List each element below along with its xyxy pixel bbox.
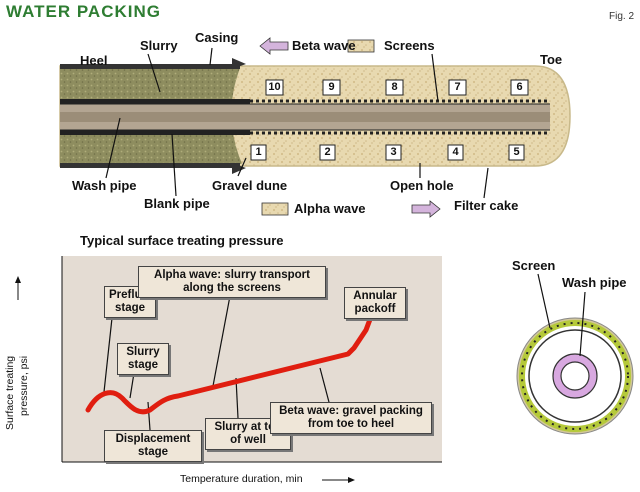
beta-wave-arrow [259, 37, 289, 55]
box-number: 8 [391, 81, 398, 93]
pressure-curve [85, 311, 375, 415]
annular-packoff-box: Annular packoff [344, 287, 406, 319]
box-number: 4 [452, 146, 459, 158]
annotation-line: packoff [354, 303, 396, 315]
x-axis-label: Temperature duration, min [180, 473, 303, 485]
alpha-wave-label: Alpha wave [294, 201, 366, 216]
open-hole-label: Open hole [390, 178, 454, 193]
annotation-line: Annular [353, 290, 397, 302]
bottom-number-boxes [250, 144, 525, 161]
wash-pipe [60, 112, 550, 122]
annotation-line: Alpha wave: slurry transport [154, 269, 310, 281]
toe-label: Toe [540, 52, 563, 67]
alpha-wave-arrow [411, 200, 441, 218]
box-number: 6 [516, 81, 523, 93]
box-number: 9 [328, 81, 335, 93]
annotation-line: of well [230, 434, 266, 446]
beta-wave-box: Beta wave: gravel packing from toe to he… [270, 402, 432, 434]
annotation-line: stage [114, 302, 146, 314]
annotation-line: stage [137, 446, 169, 458]
heel-label: Heel [80, 53, 108, 68]
slurry-stage-box: Slurry stage [117, 343, 169, 375]
gravel-dune-label: Gravel dune [212, 178, 288, 193]
chart-title: Typical surface treating pressure [80, 233, 284, 248]
blank-pipe-top [60, 99, 250, 104]
screens-label: Screens [384, 38, 435, 53]
wash-pipe-bore [560, 361, 590, 391]
annotation-line: Displacement [115, 433, 191, 445]
casing-bottom [60, 163, 240, 168]
y-axis-arrow [15, 276, 21, 283]
top-number-boxes [265, 79, 529, 96]
x-axis-arrow [348, 477, 355, 483]
wash-pipe-label: Wash pipe [72, 178, 137, 193]
box-number: 2 [324, 146, 331, 158]
alpha-wave-box: Alpha wave: slurry transport along the s… [138, 266, 326, 298]
box-number: 3 [390, 146, 397, 158]
annotation-line: from toe to heel [307, 418, 395, 430]
casing-label: Casing [195, 30, 239, 45]
box-number: 10 [268, 81, 281, 93]
annotation-line: Slurry at toe [214, 421, 282, 433]
beta-wave-label: Beta wave [292, 38, 356, 53]
blank-pipe-bottom [60, 130, 250, 135]
displacement-stage-box: Displacement stage [104, 430, 202, 462]
casing [60, 64, 240, 69]
box-number: 5 [513, 146, 520, 158]
page-title: WATER PACKING [6, 2, 161, 21]
blank-pipe-label: Blank pipe [144, 196, 210, 211]
screens-swatch [347, 39, 375, 53]
box-number: 7 [454, 81, 461, 93]
box-number: 1 [255, 146, 262, 158]
annotation-line: Slurry [126, 346, 160, 358]
alpha-swatch [261, 202, 289, 216]
annotation-line: Beta wave: gravel packing [279, 405, 423, 417]
figure-number: Fig. 2 [609, 11, 635, 22]
annotation-line: along the screens [183, 282, 281, 294]
wash-pipe-section-label: Wash pipe [562, 275, 627, 290]
screen-label: Screen [512, 258, 556, 273]
annotation-line: stage [127, 359, 159, 371]
filter-cake-label: Filter cake [454, 198, 519, 213]
slurry-label: Slurry [140, 38, 178, 53]
